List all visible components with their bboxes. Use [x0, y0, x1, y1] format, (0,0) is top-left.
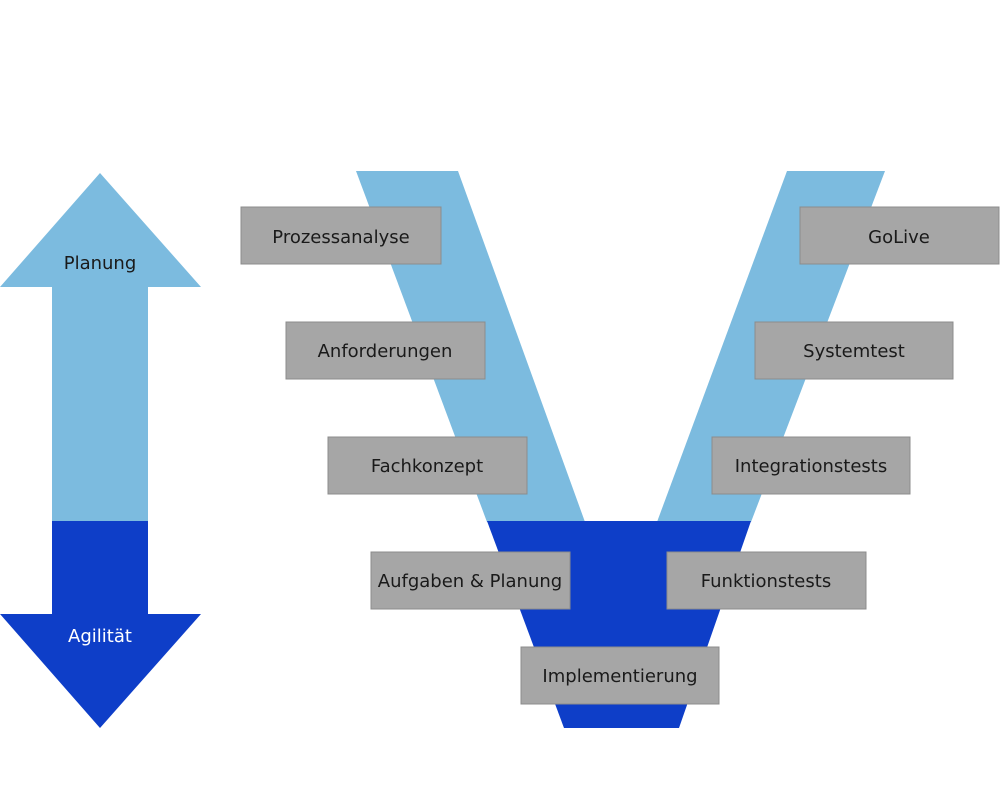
svg-text:Integrationstests: Integrationstests [735, 456, 888, 477]
phase-funktionstests: Funktionstests [666, 551, 867, 610]
svg-text:Fachkonzept: Fachkonzept [371, 456, 483, 477]
planning-arrow-up [0, 173, 201, 522]
planning-agility-arrow: Planung Agilität [0, 173, 201, 728]
agility-arrow-down [0, 521, 201, 728]
phase-systemtest: Systemtest [754, 321, 954, 380]
phase-integrationstests: Integrationstests [711, 436, 911, 495]
phase-golive: GoLive [799, 206, 1000, 265]
svg-text:Systemtest: Systemtest [803, 341, 905, 362]
svg-text:Implementierung: Implementierung [542, 666, 697, 687]
svg-text:Aufgaben & Planung: Aufgaben & Planung [378, 571, 562, 592]
planning-label: Planung [64, 253, 137, 274]
phase-aufgaben-planung: Aufgaben & Planung [370, 551, 571, 610]
phase-implementierung: Implementierung [520, 646, 720, 705]
svg-text:Prozessanalyse: Prozessanalyse [272, 227, 409, 248]
phase-prozessanalyse: Prozessanalyse [240, 206, 442, 265]
agility-label: Agilität [68, 626, 132, 647]
svg-text:Funktionstests: Funktionstests [701, 571, 831, 592]
phase-fachkonzept: Fachkonzept [327, 436, 528, 495]
svg-text:Anforderungen: Anforderungen [318, 341, 453, 362]
phase-anforderungen: Anforderungen [285, 321, 486, 380]
svg-text:GoLive: GoLive [868, 227, 930, 248]
